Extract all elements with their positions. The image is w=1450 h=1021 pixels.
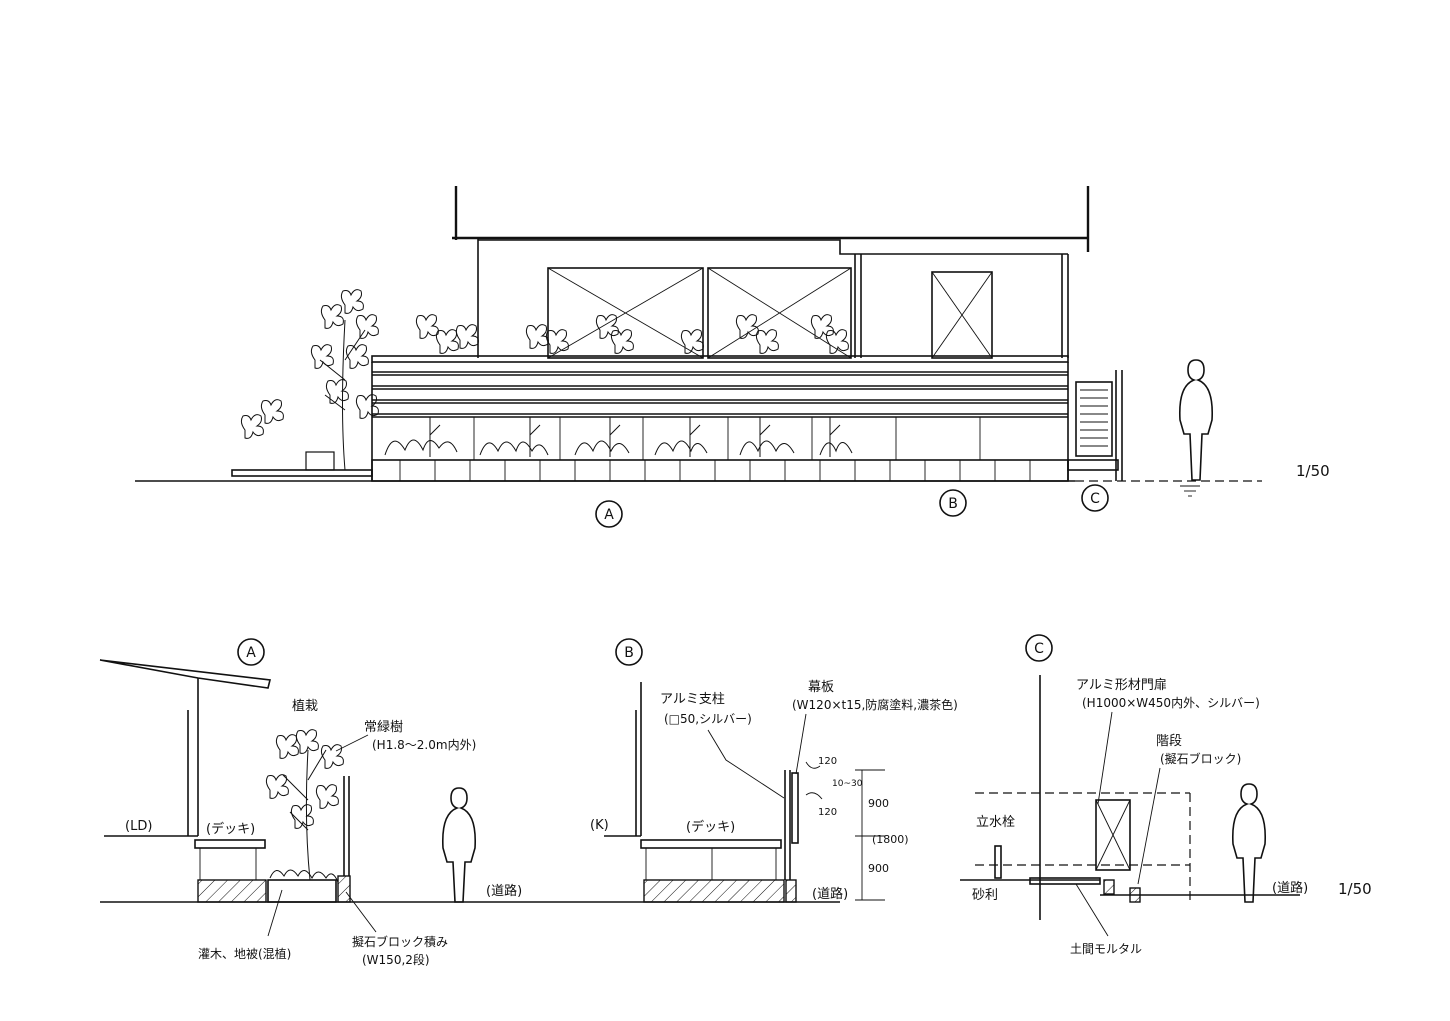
deck-posts [473, 417, 981, 460]
section-b-road-label: (道路) [812, 886, 848, 902]
door-b [931, 271, 993, 359]
section-a-shrub-label: 灌木、地被(混植) [198, 946, 291, 961]
marker-c-elevation: C [1081, 484, 1109, 512]
section-c-gate-spec: (H1000×W450内外、シルバー) [1082, 696, 1260, 710]
block-base [371, 459, 1069, 482]
section-c-gate-label: アルミ形材門扉 [1076, 677, 1167, 693]
section-b: B アルミ支柱 (□50,シルバー) 幕板 (W120×t15,防腐塗料,濃茶色… [590, 638, 958, 903]
section-b-deck [640, 839, 782, 849]
section-c-step-leader [1137, 767, 1161, 885]
section-b-dim-120-top: 120 [818, 756, 837, 767]
section-a: A 植栽 常緑樹 (H1.8～2.0m内外) [99, 638, 840, 967]
marker-a-label: A [604, 507, 614, 523]
section-a-planting-label: 植栽 [292, 698, 318, 714]
elevation-drawing: 1/50 A B C [135, 186, 1330, 528]
section-b-board-label: 幕板 [808, 680, 834, 695]
fence-boards [371, 355, 1069, 481]
section-a-evergreen-leader [335, 734, 369, 752]
section-c-mortar-leader [1075, 883, 1109, 937]
window-left [547, 267, 704, 359]
section-b-dim-900-upper: 900 [868, 797, 889, 810]
shrubs-row [384, 417, 853, 457]
section-a-deck-label: (デッキ) [206, 821, 255, 837]
planting-on-fence [415, 314, 849, 354]
section-c-mortar-label: 土間モルタル [1070, 942, 1142, 956]
section-a-block-leader [345, 891, 377, 933]
section-c-person [1231, 783, 1267, 903]
section-a-evergreen-spec: (H1.8～2.0m内外) [372, 738, 476, 752]
window-right [707, 267, 852, 359]
section-b-deck-label: (デッキ) [686, 819, 735, 835]
section-b-board-spec: (W120×t15,防腐塗料,濃茶色) [792, 697, 958, 712]
section-c-scale: 1/50 [1338, 880, 1372, 898]
section-a-marker-label: A [246, 645, 256, 661]
section-b-dim-total: (1800) [872, 833, 909, 846]
section-b-post-spec: (□50,シルバー) [664, 712, 752, 726]
elevation-scale: 1/50 [1296, 462, 1330, 480]
marker-a-elevation: A [595, 500, 623, 528]
section-b-dim-900-lower: 900 [868, 862, 889, 875]
section-a-road-label: (道路) [486, 883, 522, 899]
section-b-dim-120-bottom: 120 [818, 807, 837, 818]
section-b-room-label: (K) [590, 818, 609, 833]
section-b-post-label: アルミ支柱 [660, 692, 725, 707]
section-a-block-spec: (W150,2段) [362, 952, 430, 967]
section-c-marker-label: C [1034, 641, 1044, 657]
section-a-roof [99, 659, 271, 689]
section-c-gate [1095, 799, 1131, 871]
section-b-marker [615, 638, 643, 666]
section-c-gravel-label: 砂利 [972, 888, 998, 903]
section-c-step-spec: (擬石ブロック) [1160, 751, 1241, 766]
marker-b-elevation: B [939, 489, 967, 517]
section-a-room-label: (LD) [125, 819, 152, 834]
section-c-step-label: 階段 [1156, 734, 1182, 749]
section-a-person [441, 787, 477, 903]
tree-left [231, 289, 379, 477]
section-a-marker [237, 638, 265, 666]
section-a-block-wall [337, 875, 351, 903]
section-c-marker [1025, 634, 1053, 662]
section-a-deck [194, 839, 266, 849]
section-b-boards [791, 772, 799, 844]
section-c-faucet-label: 立水栓 [976, 815, 1015, 830]
section-c-road-label: (道路) [1272, 880, 1308, 896]
section-c-faucet [994, 845, 1002, 879]
marker-b-label: B [948, 496, 958, 512]
section-c: C アルミ形材門扉 (H1000×W450内外、シルバー) 階段 (擬石ブロック… [960, 634, 1372, 956]
section-b-board-leader [795, 713, 807, 775]
section-c-gate-leader [1097, 711, 1113, 805]
section-b-dimensions [805, 761, 885, 901]
section-a-shrub-leader [267, 889, 283, 937]
section-a-tree [265, 729, 344, 883]
person-figure-elevation [1178, 359, 1214, 497]
marker-c-label: C [1090, 491, 1100, 507]
section-b-dim-gap: 10~30 [832, 779, 863, 789]
section-b-post-leader [707, 729, 785, 799]
gate-c-elevation [1067, 370, 1123, 481]
section-a-planter [267, 879, 337, 903]
section-a-evergreen-label: 常緑樹 [364, 720, 403, 735]
section-b-marker-label: B [624, 645, 634, 661]
section-a-block-label: 擬石ブロック積み [352, 934, 448, 949]
